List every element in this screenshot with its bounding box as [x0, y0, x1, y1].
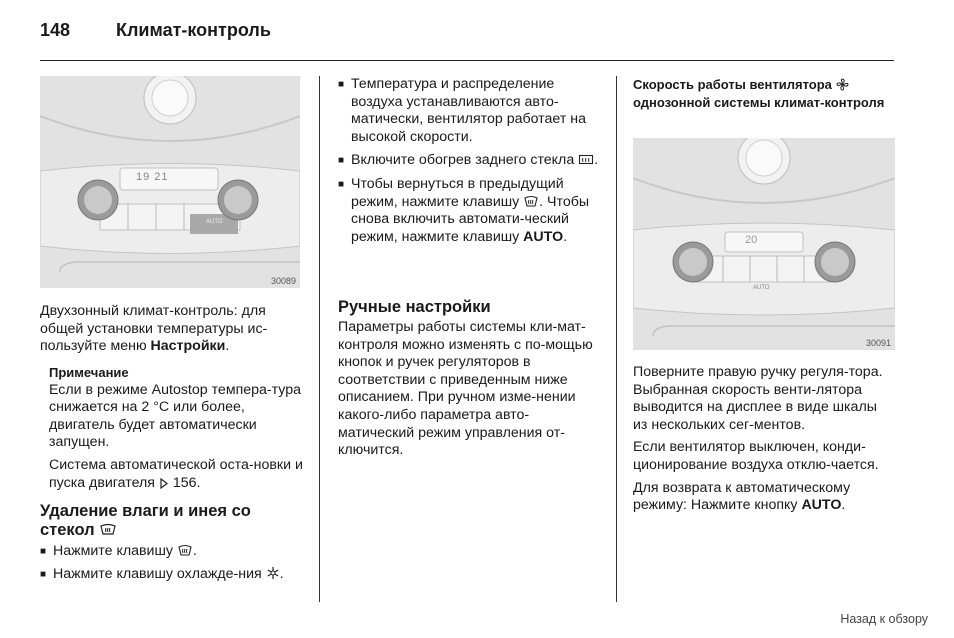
fan-speed-text: Поверните правую ручку регуля-тора. Выбр…: [633, 364, 895, 515]
fan-speed-paragraph-end: .: [841, 497, 846, 514]
fan-speed-heading-text-2: однозонной системы климат-контроля: [633, 95, 885, 110]
windscreen-defrost-icon: [100, 523, 116, 535]
fan-speed-paragraph-2: Если вентилятор выключен, конди-циониров…: [633, 439, 879, 473]
panel-auto-label: AUTO: [753, 285, 770, 291]
note-text: Если в режиме Autostop темпера-тура сниж…: [49, 381, 302, 451]
back-to-overview-link[interactable]: Назад к обзору: [840, 612, 928, 626]
note-page-ref: 156.: [168, 474, 201, 491]
figure-id: 30089: [270, 276, 296, 286]
fan-icon: [836, 78, 849, 91]
auto-key-ref: AUTO: [523, 228, 564, 245]
figure-single-zone-panel: 20 AUTO 30091: [633, 138, 895, 350]
list-item: ■Нажмите клавишу охлажде-ния .: [40, 565, 284, 582]
intro-end: .: [225, 338, 230, 355]
page-reference-arrow-icon: [160, 477, 168, 489]
snowflake-icon: [267, 566, 279, 579]
settings-menu-ref: Настройки: [150, 338, 226, 355]
manual-text: Параметры работы системы кли-мат-контрол…: [338, 319, 593, 459]
figure-dual-zone-panel: 19 21 AUTO 30089: [40, 76, 300, 288]
panel-auto-label: AUTO: [206, 219, 223, 225]
single-zone-panel-illustration: [633, 138, 895, 350]
list-item: ■Температура и распределение воздуха уст…: [338, 76, 600, 146]
header-rule: [40, 60, 894, 61]
defog-steps: ■Нажмите клавишу . ■Нажмите клавишу охла…: [40, 543, 306, 583]
list-item: ■Нажмите клавишу .: [40, 543, 197, 559]
note-block: Примечание Если в режиме Autostop темпер…: [49, 364, 307, 492]
windscreen-defrost-icon: [524, 195, 538, 207]
auto-button-ref: AUTO: [801, 497, 842, 514]
windscreen-defrost-icon: [178, 544, 192, 556]
mode-steps: ■Температура и распределение воздуха уст…: [338, 76, 600, 246]
rear-window-heating-icon: [579, 155, 594, 165]
column-divider-1: [319, 76, 320, 602]
page-title: Климат-контроль: [116, 20, 271, 40]
figure-id: 30091: [865, 338, 891, 348]
defog-step-1: Нажмите клавишу: [53, 543, 173, 559]
list-item: ■Включите обогрев заднего стекла .: [338, 152, 599, 169]
fan-speed-paragraph-3: Для возврата к автоматическому режиму: Н…: [633, 479, 851, 514]
panel-display-text: 19 21: [136, 171, 169, 183]
mode-step-3: Чтобы вернуться в предыдущий режим, нажм…: [351, 175, 564, 210]
panel-display-text: 20: [745, 234, 758, 246]
defog-heading: Удаление влаги и инея со стекол: [40, 502, 300, 540]
list-item: ■Чтобы вернуться в предыдущий режим, наж…: [338, 175, 590, 245]
note-text-2: Система автоматической оста-новки и пуск…: [49, 456, 303, 491]
intro-text: Двухзонный климат-контроль: для общей ус…: [40, 303, 268, 355]
manual-heading: Ручные настройки: [338, 298, 491, 316]
fan-speed-paragraph-1: Поверните правую ручку регуля-тора. Выбр…: [633, 364, 883, 433]
mode-step-1: Температура и распределение воздуха уста…: [351, 76, 586, 145]
note-title: Примечание: [49, 365, 129, 380]
fan-speed-heading: Скорость работы вентилятора однозонной с…: [633, 76, 895, 112]
intro-paragraph: Двухзонный климат-контроль: для общей ус…: [40, 303, 306, 356]
manual-paragraph: Параметры работы системы кли-мат-контрол…: [338, 319, 600, 460]
defog-step-2: Нажмите клавишу охлажде-ния: [53, 565, 262, 582]
dual-zone-panel-illustration: [40, 76, 300, 288]
fan-speed-heading-text: Скорость работы вентилятора: [633, 77, 832, 92]
page-number: 148: [40, 20, 71, 40]
defog-heading-text: Удаление влаги и инея со стекол: [40, 502, 251, 539]
mode-step-2: Включите обогрев заднего стекла: [351, 152, 575, 169]
column-divider-2: [616, 76, 617, 602]
mode-step-3-cont: . Чтобы снова включить автомати-ческий р…: [351, 193, 590, 245]
